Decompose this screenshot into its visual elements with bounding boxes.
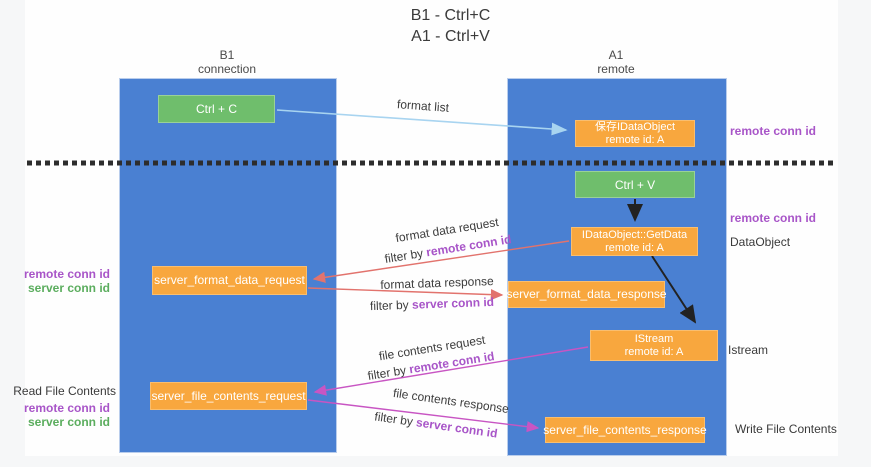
lifeline-b1-subtitle: connection <box>197 62 257 76</box>
node-server-file-contents-response: server_file_contents_response <box>543 417 707 443</box>
lifeline-a1-subtitle: remote <box>597 62 635 76</box>
left-remote-conn-id: remote conn id <box>23 401 110 415</box>
server-conn-id-text: server conn id <box>411 294 495 312</box>
title-line-1: B1 - Ctrl+C <box>410 7 491 24</box>
annotation-remote-conn-id-2: remote conn id <box>730 211 817 225</box>
node-ctrl-c-label: Ctrl + C <box>195 102 237 116</box>
annotation-left-conn-ids-top: remote conn id server conn id <box>15 267 110 295</box>
node-server-file-contents-request-label: server_file_contents_request <box>151 388 306 403</box>
node-server-format-data-response-label: server_format_data_response <box>506 287 667 301</box>
annotation-left-conn-ids-bottom: remote conn id server conn id <box>15 401 110 429</box>
annotation-remote-conn-id-1: remote conn id <box>730 124 817 138</box>
left-server-conn-id: server conn id <box>27 281 110 295</box>
node-istream-line1: IStream <box>634 332 674 345</box>
node-save-idataobject-line2: remote id: A <box>605 133 665 146</box>
node-server-format-data-response: server_format_data_response <box>506 281 667 308</box>
node-save-idataobject: 保存IDataObject remote id: A <box>575 120 695 147</box>
node-idataobject-getdata: IDataObject::GetData remote id: A <box>571 227 698 256</box>
node-server-file-contents-request: server_file_contents_request <box>150 382 307 410</box>
node-server-file-contents-response-label: server_file_contents_response <box>543 422 707 437</box>
node-idataobject-getdata-line1: IDataObject::GetData <box>581 228 688 241</box>
node-ctrl-v-label: Ctrl + V <box>614 177 656 192</box>
node-save-idataobject-line1: 保存IDataObject <box>594 120 676 133</box>
lifeline-header-b1: B1 connection <box>119 48 335 76</box>
left-server-conn-id: server conn id <box>27 415 110 429</box>
lifeline-header-a1: A1 remote <box>507 48 725 76</box>
lifeline-a1-name: A1 <box>608 48 624 62</box>
node-ctrl-c: Ctrl + C <box>158 95 275 123</box>
lifeline-b1-name: B1 <box>219 48 235 62</box>
annotation-dataobject: DataObject <box>730 235 791 249</box>
node-server-format-data-request: server_format_data_request <box>152 266 307 295</box>
filter-by-text: filter by <box>369 297 409 314</box>
annotation-read-file-contents: Read File Contents <box>13 384 116 398</box>
node-ctrl-v: Ctrl + V <box>575 171 695 198</box>
annotation-istream: Istream <box>728 343 769 357</box>
title-line-2: A1 - Ctrl+V <box>411 28 490 45</box>
node-idataobject-getdata-line2: remote id: A <box>605 241 664 254</box>
node-server-format-data-request-label: server_format_data_request <box>154 273 305 287</box>
left-remote-conn-id: remote conn id <box>23 267 110 281</box>
diagram-title: B1 - Ctrl+C A1 - Ctrl+V <box>348 5 553 47</box>
annotation-write-file-contents: Write File Contents <box>735 422 837 436</box>
node-istream-line2: remote id: A <box>624 345 684 358</box>
node-istream: IStream remote id: A <box>590 330 718 361</box>
